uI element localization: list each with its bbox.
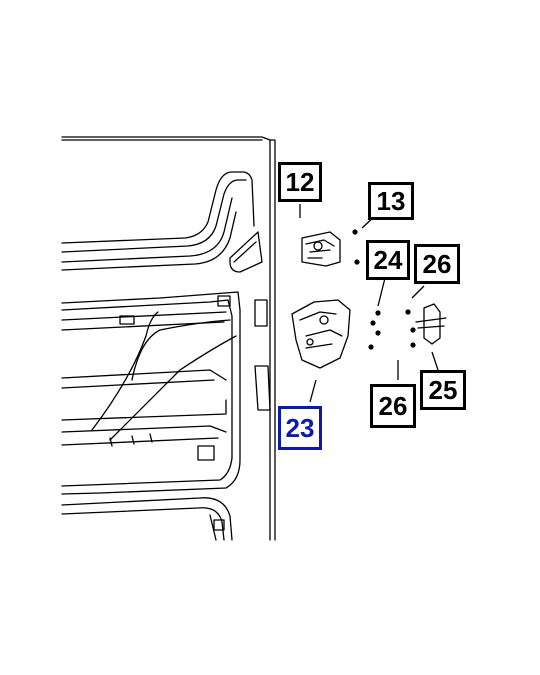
callout-25: 25 [420,370,466,410]
callout-26-upper: 26 [414,244,460,284]
upper-latch-part [301,231,341,267]
main-latch-part [291,299,351,369]
callout-26-lower-label: 26 [378,390,408,421]
leader-line-25 [431,351,439,371]
leader-line-26-upper [411,285,425,299]
callout-23-label: 23 [285,412,315,443]
door-outline [61,136,276,541]
callout-12: 12 [278,162,322,202]
callout-12-label: 12 [285,166,315,197]
callout-24-label: 24 [373,244,403,275]
callout-24: 24 [366,240,410,280]
callout-25-label: 25 [428,374,458,405]
striker-part [415,303,447,345]
screw-fasteners [352,229,416,350]
callout-13-label: 13 [376,185,406,216]
callout-26-upper-label: 26 [422,248,452,279]
callout-13: 13 [368,182,414,220]
callout-26-lower: 26 [370,384,416,428]
callout-23[interactable]: 23 [278,406,322,450]
leader-line-24 [377,277,386,307]
leader-line-23[interactable] [309,379,317,403]
